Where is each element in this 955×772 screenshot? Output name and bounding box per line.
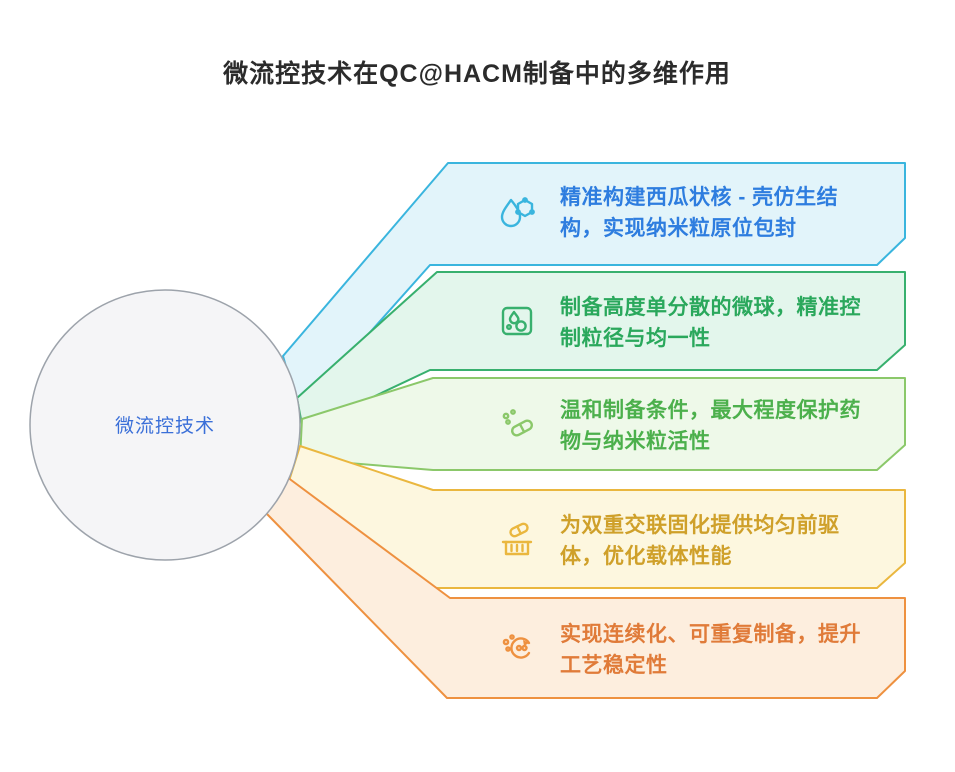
- band-3-text-line2: 物与纳米粒活性: [560, 429, 711, 453]
- band-2-text-line2: 制粒径与均一性: [560, 326, 711, 350]
- band-5-text-line2: 工艺稳定性: [560, 653, 668, 677]
- band-4-text-line1: 为双重交联固化提供均匀前驱: [560, 513, 840, 537]
- center-circle: [29, 289, 301, 561]
- page-title: 微流控技术在QC@HACM制备中的多维作用: [222, 59, 731, 88]
- band-5-shape: [265, 476, 906, 699]
- band-5: 实现连续化、可重复制备，提升 工艺稳定性: [265, 476, 906, 699]
- microfluidic-chip-icon: [501, 306, 533, 336]
- pill-basket-icon: [501, 522, 533, 556]
- band-1-text-line2: 构，实现纳米粒原位包封: [560, 216, 797, 240]
- band-3-shape: [299, 377, 906, 471]
- droplet-molecule-icon: [500, 197, 535, 228]
- band-1-text-line1: 精准构建西瓜状核 - 壳仿生结: [560, 185, 838, 209]
- band-4: 为双重交联固化提供均匀前驱 体，优化载体性能: [288, 445, 906, 589]
- cycle-arrows-icon: [502, 634, 531, 659]
- band-5-text-line1: 实现连续化、可重复制备，提升: [560, 622, 861, 646]
- band-4-text-line2: 体，优化载体性能: [560, 544, 732, 568]
- center-circle-label: 微流控技术: [115, 415, 215, 437]
- band-3-text-line1: 温和制备条件，最大程度保护药: [560, 398, 861, 422]
- band-2: 制备高度单分散的微球，精准控 制粒径与均一性: [296, 271, 906, 431]
- band-3: 温和制备条件，最大程度保护药 物与纳米粒活性: [299, 377, 906, 471]
- particles-capsule-icon: [502, 409, 533, 437]
- band-1: 精准构建西瓜状核 - 壳仿生结 构，实现纳米粒原位包封: [282, 162, 906, 413]
- band-2-text-line1: 制备高度单分散的微球，精准控: [560, 295, 861, 319]
